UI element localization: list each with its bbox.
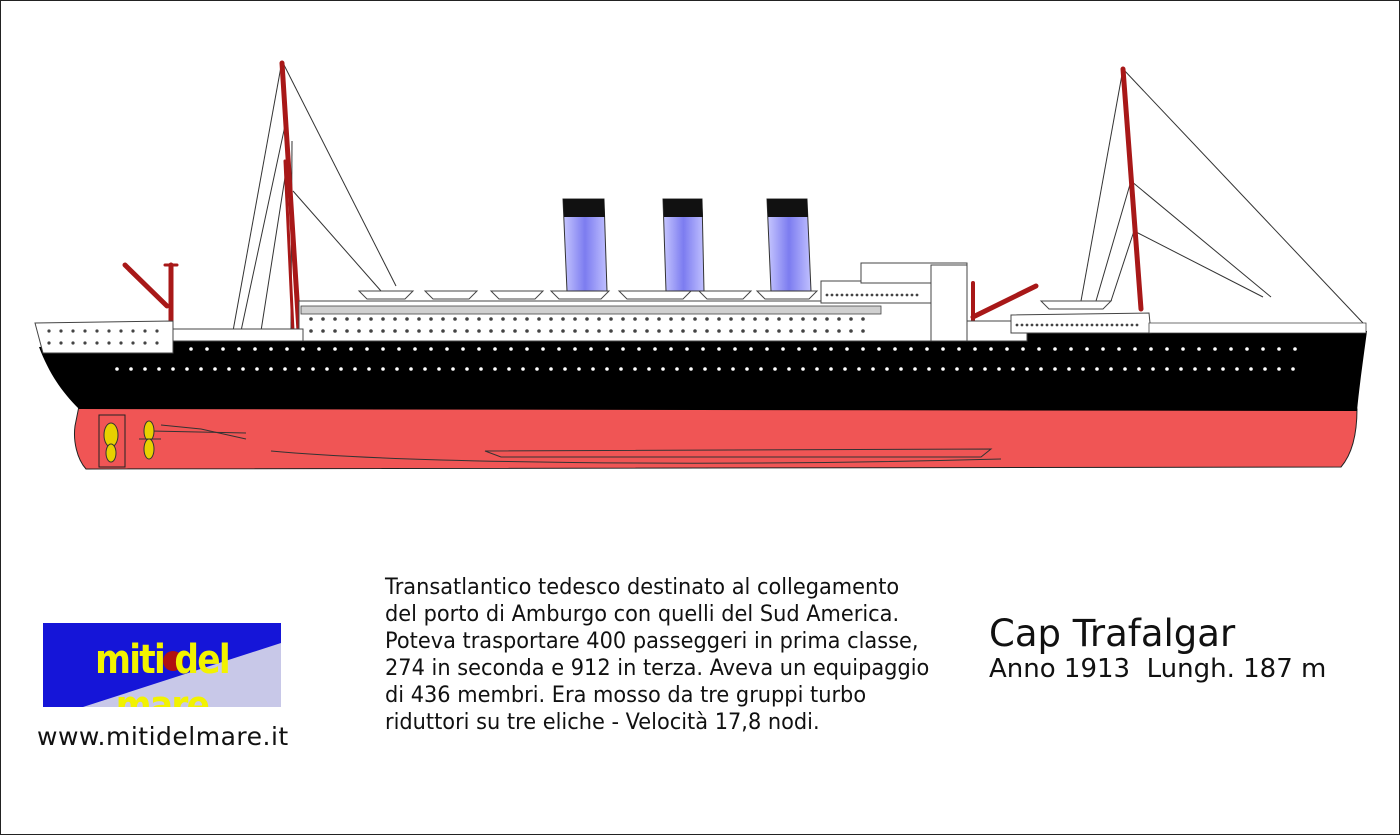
lifeboats: [357, 290, 1113, 310]
propellers: [98, 414, 161, 468]
stern-superstructure: [34, 320, 174, 354]
ship-profile-drawing: [34, 60, 1367, 470]
description-line: riduttori su tre eliche - Velocità 17,8 …: [385, 710, 820, 735]
hull-lines: [150, 424, 1002, 464]
hull-lower: [74, 405, 1358, 470]
portholes: [47, 293, 1297, 371]
logo-text: miti del mare: [95, 637, 231, 707]
funnels: [562, 198, 812, 292]
website-link[interactable]: www.mitidelmare.it: [37, 722, 289, 751]
description-line: Poteva trasportare 400 passeggeri in pri…: [385, 629, 919, 654]
description-line: 274 in seconda e 912 in terza. Aveva un …: [385, 656, 930, 681]
description-line: di 436 membri. Era mosso da tre gruppi t…: [385, 683, 867, 708]
ship-name: Cap Trafalgar: [989, 612, 1236, 655]
ship-specs: Anno 1913 Lungh. 187 m: [989, 654, 1327, 684]
description-line: del porto di Amburgo con quelli del Sud …: [385, 602, 900, 627]
miti-del-mare-logo[interactable]: miti del mare: [43, 623, 281, 707]
ship-description: Transatlantico tedesco destinato al coll…: [385, 574, 936, 736]
description-line: Transatlantico tedesco destinato al coll…: [385, 575, 900, 600]
masts: [122, 60, 1144, 334]
hull-upper: [39, 331, 1367, 411]
